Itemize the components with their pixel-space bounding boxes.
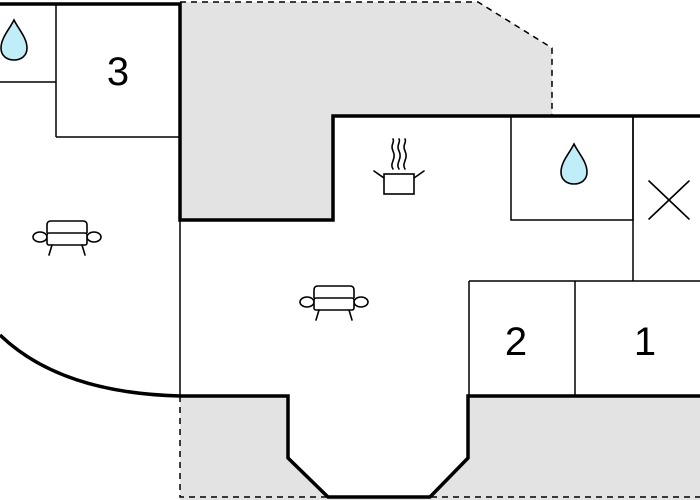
water-drop-icon <box>560 142 588 185</box>
water-drop-icon <box>0 18 28 61</box>
sofa-icon <box>32 220 102 256</box>
terrace-outline-bottom <box>179 396 700 498</box>
cooking-pot-icon <box>373 138 425 195</box>
terrace-outline-top <box>180 1 553 116</box>
cross-icon <box>648 180 690 220</box>
outdoor-area-bottom <box>180 396 700 500</box>
sofa-icon <box>299 285 369 321</box>
exterior-wall <box>0 2 700 222</box>
room-label-3: 3 <box>107 50 129 94</box>
room-label-1: 1 <box>634 320 656 364</box>
outdoor-area-top <box>180 2 552 220</box>
exterior-wall-bottom <box>0 333 700 499</box>
room-label-2: 2 <box>505 320 527 364</box>
